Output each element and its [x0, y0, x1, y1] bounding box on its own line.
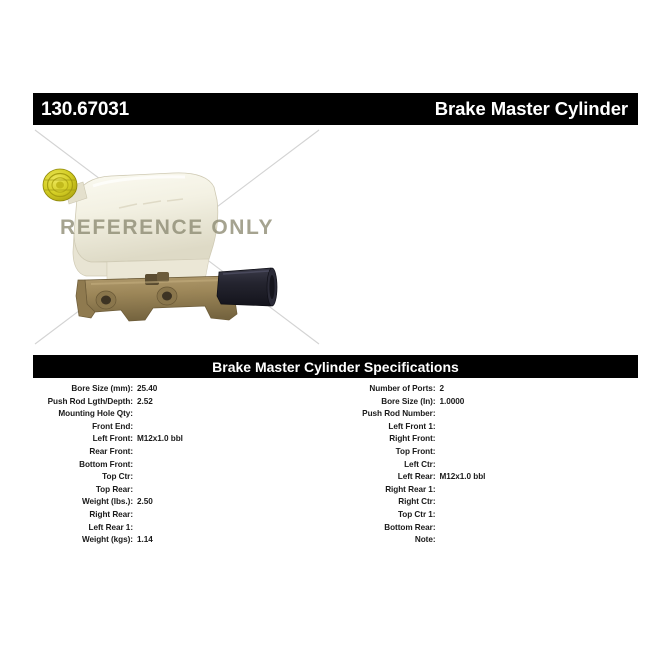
page-title: Brake Master Cylinder	[434, 97, 628, 119]
spec-label: Note:	[414, 535, 436, 545]
specs-left-column: Bore Size (mm): 25.40 Push Rod Lgth/Depth…	[33, 383, 336, 547]
spec-label: Front End:	[92, 421, 133, 431]
specifications-title-bar: Brake Master Cylinder Specifications	[33, 355, 638, 378]
spec-label: Weight (kgs):	[81, 535, 133, 545]
spec-label: Top Ctr:	[102, 472, 133, 482]
outlet-port	[216, 267, 278, 307]
spec-row: Left Rear:M12x1.0 bbl	[336, 471, 639, 484]
spec-row: Bottom Rear:	[336, 522, 639, 535]
spec-value: 25.40	[137, 384, 158, 393]
spec-label: Bottom Front:	[79, 459, 133, 469]
spec-label: Mounting Hole Qty:	[58, 409, 133, 419]
reservoir-cap	[42, 168, 78, 202]
specifications-title: Brake Master Cylinder Specifications	[212, 358, 459, 375]
spec-label: Top Rear:	[95, 484, 133, 494]
product-image: REFERENCE ONLY	[33, 128, 321, 346]
spec-row: Left Front 1:	[336, 421, 639, 434]
spec-value: M12x1.0 bbl	[439, 472, 486, 482]
spec-row: Weight (kgs): 1.14	[33, 534, 336, 547]
spec-row: Left Ctr:	[336, 459, 639, 472]
cylinder-body	[75, 272, 238, 322]
spec-row: Push Rod Lgth/Depth: 2.52	[33, 396, 336, 409]
spec-value: 2	[439, 384, 445, 393]
spec-label: Bore Size (mm):	[71, 384, 133, 393]
spec-row: Top Rear:	[33, 484, 336, 497]
spec-row: Top Ctr:	[33, 471, 336, 484]
spec-label: Weight (lbs.):	[82, 497, 133, 507]
spec-row: Right Ctr:	[336, 496, 639, 509]
spec-label: Left Front:	[92, 434, 133, 444]
spec-row: Left Front: M12x1.0 bbl	[33, 433, 336, 446]
spec-row: Right Rear 1:	[336, 484, 639, 497]
spec-label: Bottom Rear:	[384, 522, 436, 532]
spec-value: 1.14	[137, 535, 153, 545]
spec-row: Note:	[336, 534, 639, 547]
spec-value: 2.52	[137, 396, 153, 406]
spec-label: Push Rod Lgth/Depth:	[47, 396, 133, 406]
spec-row: Bottom Front:	[33, 459, 336, 472]
spec-label: Left Rear:	[397, 472, 436, 482]
spec-row: Top Front:	[336, 446, 639, 459]
spec-label: Left Rear 1:	[88, 522, 134, 532]
spec-label: Bore Size (In):	[381, 396, 436, 406]
reservoir	[72, 172, 219, 281]
spec-row: Number of Ports:2	[336, 383, 639, 396]
spec-value: 2.50	[137, 497, 153, 507]
spec-label: Left Front 1:	[388, 421, 436, 431]
spec-value: 1.0000	[439, 396, 465, 406]
spec-label: Push Rod Number:	[362, 409, 436, 419]
spec-label: Right Front:	[389, 434, 436, 444]
spec-label: Top Front:	[395, 446, 436, 456]
spec-label: Number of Ports:	[369, 384, 436, 393]
spec-label: Right Rear 1:	[385, 484, 436, 494]
spec-value: M12x1.0 bbl	[137, 434, 183, 444]
spec-label: Right Rear:	[89, 509, 133, 519]
header-title-bar: 130.67031 Brake Master Cylinder	[33, 93, 638, 125]
spec-row: Front End:	[33, 421, 336, 434]
brake-master-cylinder-illustration	[34, 129, 320, 345]
spec-label: Rear Front:	[89, 446, 133, 456]
spec-row: Right Rear:	[33, 509, 336, 522]
specifications-table: Bore Size (mm): 25.40 Push Rod Lgth/Depth…	[33, 383, 638, 547]
spec-row: Bore Size (In):1.0000	[336, 396, 639, 409]
spec-row: Left Rear 1:	[33, 522, 336, 535]
part-number: 130.67031	[41, 98, 130, 120]
spec-label: Left Ctr:	[404, 459, 436, 469]
spec-row: Top Ctr 1:	[336, 509, 639, 522]
spec-row: Weight (lbs.): 2.50	[33, 496, 336, 509]
spec-label: Right Ctr:	[398, 497, 436, 507]
spec-row: Bore Size (mm): 25.40	[33, 383, 336, 396]
specs-right-column: Number of Ports:2 Bore Size (In):1.0000 …	[336, 383, 639, 547]
spec-row: Right Front:	[336, 433, 639, 446]
spec-label: Top Ctr 1:	[397, 509, 436, 519]
spec-row: Push Rod Number:	[336, 408, 639, 421]
spec-row: Mounting Hole Qty:	[33, 408, 336, 421]
spec-row: Rear Front:	[33, 446, 336, 459]
